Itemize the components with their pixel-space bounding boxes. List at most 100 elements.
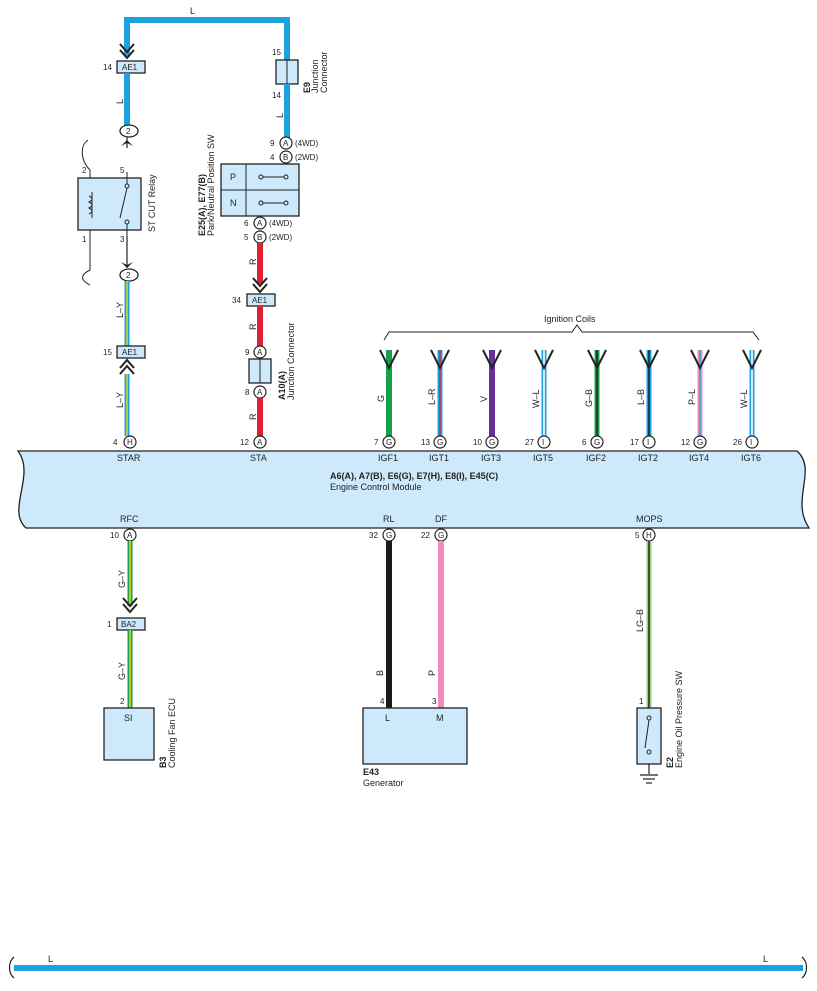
svg-text:9: 9 (270, 139, 275, 148)
svg-text:H: H (127, 438, 133, 447)
ecm-pin-igt4: G 12 IGT4 (681, 435, 709, 463)
svg-text:A: A (127, 531, 133, 540)
pin-number: 2 (126, 271, 131, 280)
svg-text:17: 17 (630, 438, 639, 447)
connector-label: AE1 (252, 296, 268, 305)
svg-text:STA: STA (250, 453, 267, 463)
wire-label: P (427, 670, 437, 676)
pin-connector (253, 216, 267, 230)
arrow-icon (121, 262, 133, 268)
wire-label: L (275, 113, 285, 118)
junction-code: A10(A) (277, 371, 287, 400)
wire-label: L–R (427, 388, 437, 405)
svg-text:STAR: STAR (117, 453, 141, 463)
svg-text:10: 10 (473, 438, 482, 447)
wire-label: R (248, 258, 258, 265)
svg-text:4: 4 (113, 438, 118, 447)
left-column: AE1 14 L 2 2 5 1 3 ST CUT Relay 2 L–Y (77, 43, 157, 436)
svg-text:IGT4: IGT4 (689, 453, 709, 463)
svg-text:I: I (750, 438, 752, 447)
svg-text:B: B (257, 233, 262, 242)
pin-number: 14 (103, 63, 112, 72)
ecm-pin-star: H 4 STAR (113, 435, 141, 463)
ecm-pin-rfc: RFC A 10 (110, 514, 139, 542)
wire-label: G–B (584, 389, 594, 407)
component-name: Generator (363, 778, 404, 788)
pin-number: 1 (639, 697, 644, 706)
svg-text:IGT6: IGT6 (741, 453, 761, 463)
pin-number: 3 (120, 235, 125, 244)
svg-text:IGT1: IGT1 (429, 453, 449, 463)
oil-pressure-branch: LG–B 1 E2 Engine Oil Pressure SW (635, 541, 684, 784)
ecm-pin-rl: RL G 32 (369, 514, 396, 542)
wire-label: L–B (636, 389, 646, 405)
svg-text:22: 22 (421, 531, 430, 540)
component-code: B3 (158, 756, 168, 768)
ecm-pin-igt3: G 10 IGT3 (473, 435, 501, 463)
ecm-code: A6(A), A7(B), E6(G), E7(H), E8(I), E45(C… (330, 471, 498, 481)
svg-text:6: 6 (244, 219, 249, 228)
svg-text:26: 26 (733, 438, 742, 447)
switch-code: E25(A), E77(B) (197, 174, 207, 236)
connector-ae1-low (116, 345, 146, 359)
switch-name: Park/Neutral Position SW (206, 134, 216, 236)
st-cut-relay (77, 177, 142, 231)
relay-name: ST CUT Relay (147, 174, 157, 232)
svg-text:6: 6 (582, 438, 587, 447)
wire-label: G–Y (117, 570, 127, 588)
svg-text:IGF1: IGF1 (378, 453, 398, 463)
switch-icon (119, 187, 128, 219)
chevron-icon (252, 277, 268, 294)
wire-top-loop (124, 17, 290, 60)
svg-text:RFC: RFC (120, 514, 139, 524)
svg-text:5: 5 (244, 233, 249, 242)
svg-text:IGF2: IGF2 (586, 453, 606, 463)
generator-branch: B P 4 3 L M E43 Generator (362, 541, 468, 788)
junction-name: Junction (310, 59, 320, 93)
ecm-name: Engine Control Module (330, 482, 422, 492)
svg-text:H: H (646, 531, 652, 540)
component-name: Engine Oil Pressure SW (674, 670, 684, 768)
component-code: E43 (363, 767, 379, 777)
coil-arrow-icon (379, 349, 399, 371)
pin-number: 1 (107, 620, 112, 629)
pin-connector (253, 345, 267, 359)
svg-text:(2WD): (2WD) (295, 153, 318, 162)
wire-label: G (376, 395, 386, 402)
svg-text:I: I (647, 438, 649, 447)
chevron-icon (122, 597, 138, 614)
pin-number: 2 (120, 697, 125, 706)
coil-arrow-icon (690, 349, 710, 371)
svg-text:12: 12 (240, 438, 249, 447)
pin-connector (279, 150, 293, 164)
chevron-icon (119, 43, 135, 60)
bracket-icon (8, 956, 15, 979)
svg-text:G: G (386, 531, 392, 540)
svg-text:G: G (697, 438, 703, 447)
junction-code: E9 (302, 82, 312, 93)
generator (362, 707, 468, 765)
ecm-pin-igt1: G 13 IGT1 (421, 435, 449, 463)
svg-text:5: 5 (635, 531, 640, 540)
svg-text:12: 12 (681, 438, 690, 447)
svg-text:DF: DF (435, 514, 447, 524)
svg-text:I: I (542, 438, 544, 447)
svg-text:G: G (594, 438, 600, 447)
svg-text:A: A (257, 438, 263, 447)
wire-label: R (248, 413, 258, 420)
relay-conn-top (119, 124, 139, 138)
wire-label: LG–B (635, 609, 645, 632)
cooling-fan-ecu-branch: G–Y BA2 1 G–Y 2 SI B3 Cooling Fan ECU (103, 541, 177, 768)
svg-text:A: A (257, 219, 263, 228)
svg-text:10: 10 (110, 531, 119, 540)
svg-text:G: G (437, 438, 443, 447)
connector-ae1-top (116, 60, 146, 74)
pin-number: 1 (82, 235, 87, 244)
connector-label: AE1 (122, 348, 138, 357)
svg-text:32: 32 (369, 531, 378, 540)
svg-text:IGT3: IGT3 (481, 453, 501, 463)
pin-number: 15 (272, 48, 281, 57)
wire-label: L–Y (115, 302, 125, 318)
svg-text:A: A (257, 388, 263, 397)
